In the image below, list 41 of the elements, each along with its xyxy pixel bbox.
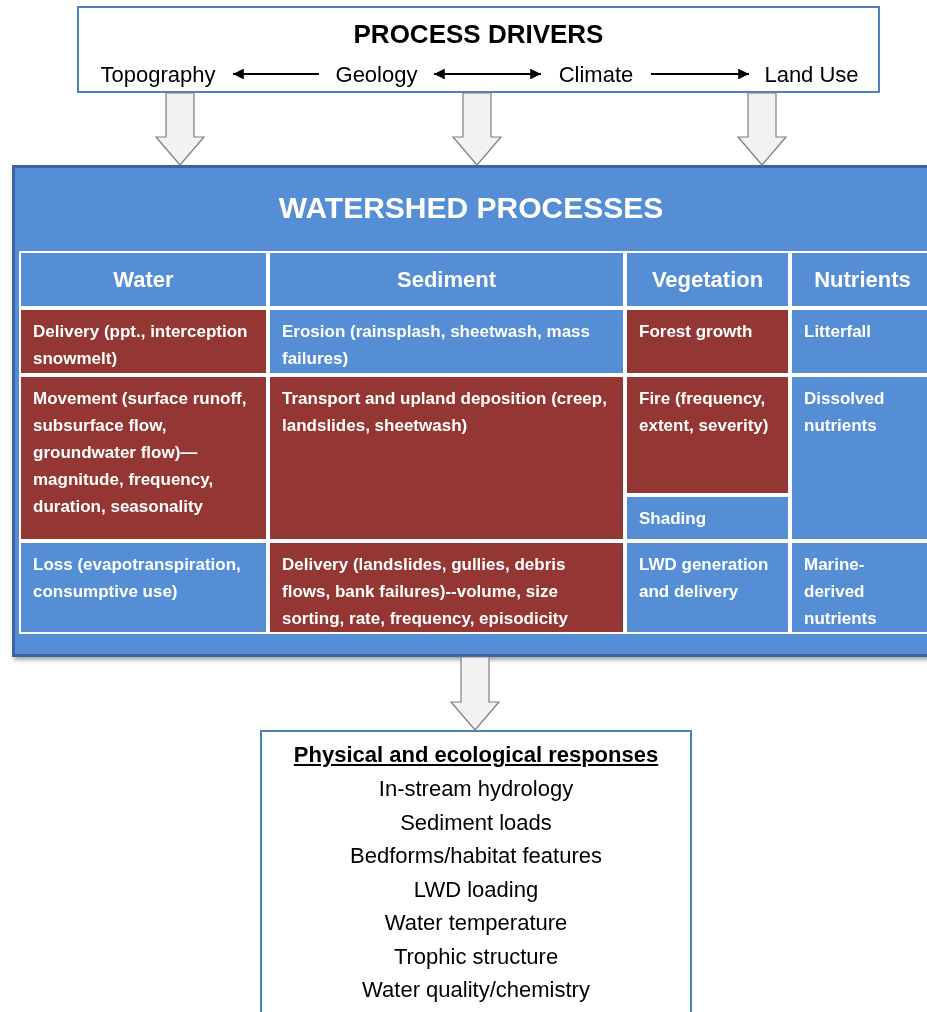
column-header: Vegetation xyxy=(625,251,790,308)
arrow xyxy=(433,68,542,80)
process-cell: Shading xyxy=(625,495,790,541)
process-cell: Delivery (landslides, gullies, debris flows, bank failures)--volume, size sorting, rate, frequency, episodicity xyxy=(268,541,625,634)
driver-label: Climate xyxy=(541,56,651,92)
box-heading: Physical and ecological responses xyxy=(293,741,659,769)
drivers-box xyxy=(77,6,880,93)
response-item: LWD loading xyxy=(413,875,539,904)
process-cell: Delivery (ppt., interception snowmelt) xyxy=(19,308,268,375)
driver-label: Topography xyxy=(83,56,233,92)
response-item: In-stream hydrology xyxy=(378,775,574,803)
process-cell: Erosion (rainsplash, sheetwash, mass failures) xyxy=(268,308,625,375)
process-cell: Fire (frequency, extent, severity) xyxy=(625,375,790,495)
panel-title: WATERSHED PROCESSES xyxy=(277,190,665,226)
process-cell: Litterfall xyxy=(790,308,927,375)
responses-box xyxy=(260,730,692,1012)
driver-label: Land Use xyxy=(749,56,874,92)
column-header: Water xyxy=(19,251,268,308)
block-arrow xyxy=(736,92,788,166)
response-item: Water quality/chemistry xyxy=(362,976,590,1004)
block-arrow xyxy=(154,92,206,166)
process-cell: Marine-derived nutrients xyxy=(790,541,927,634)
block-arrow xyxy=(449,656,501,731)
column-header: Sediment xyxy=(268,251,625,308)
processes-panel xyxy=(12,165,927,657)
response-item: Trophic structure xyxy=(393,942,559,971)
column-header: Nutrients xyxy=(790,251,927,308)
process-cell: Movement (surface runoff, subsurface flow, groundwater flow)—magnitude, frequency, duration, seasonality xyxy=(19,375,268,541)
arrow xyxy=(232,68,320,80)
arrow xyxy=(650,68,750,80)
process-cell: Loss (evapotranspiration, consumptive use) xyxy=(19,541,268,634)
process-cell: Dissolved nutrients xyxy=(790,375,927,541)
response-item: Bedforms/habitat features xyxy=(350,842,602,870)
block-arrow xyxy=(451,92,503,166)
process-cell: LWD generation and delivery xyxy=(625,541,790,634)
process-cell: Forest growth xyxy=(625,308,790,375)
box-heading: PROCESS DRIVERS xyxy=(352,18,605,50)
response-item: Sediment loads xyxy=(400,808,552,837)
driver-label: Geology xyxy=(319,56,434,92)
response-item: Water temperature xyxy=(384,909,568,937)
process-cell: Transport and upland deposition (creep, landslides, sheetwash) xyxy=(268,375,625,541)
